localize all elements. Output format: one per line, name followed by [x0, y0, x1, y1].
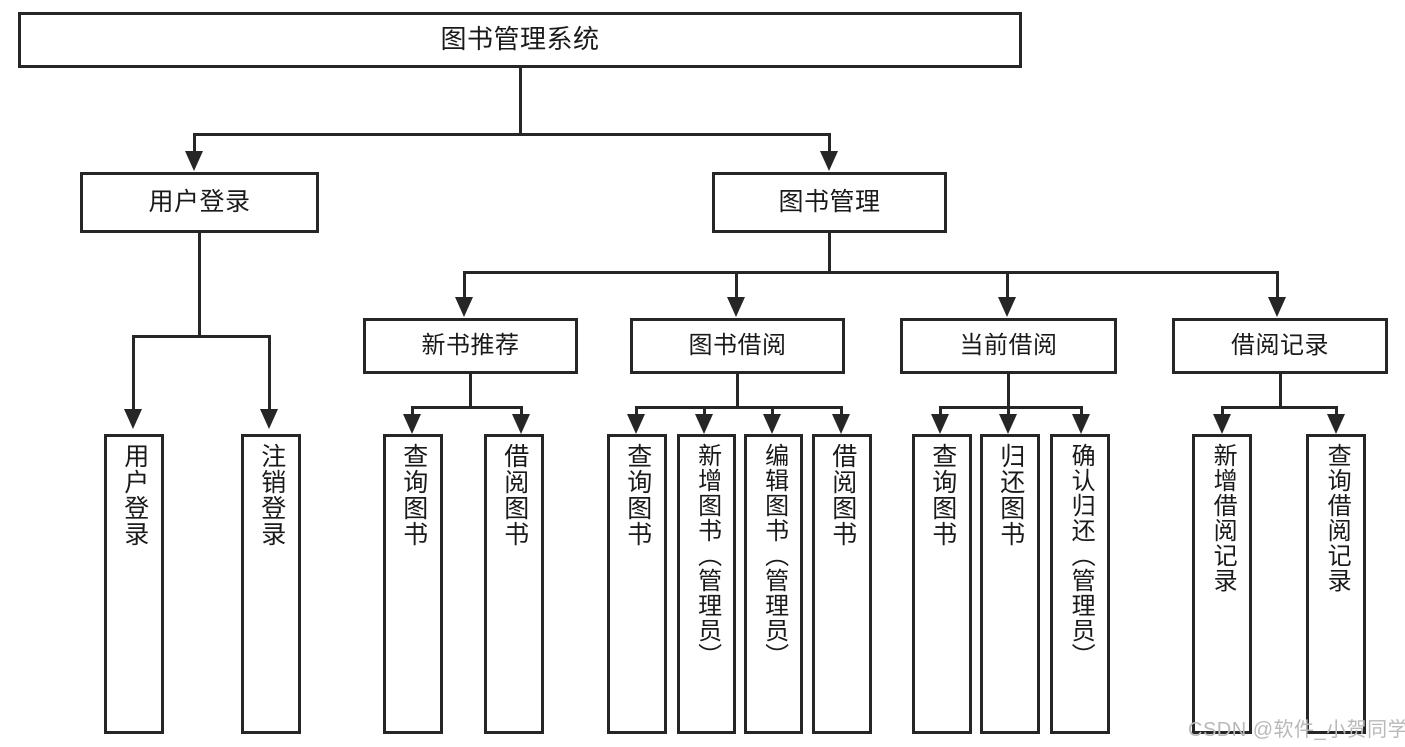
node-label: 借阅图书	[828, 443, 857, 547]
leaf-query-book-borrow[interactable]: 查询图书	[607, 434, 667, 734]
arrow-new-book-child-1	[403, 414, 421, 434]
connector-book-manage-child-4	[1276, 271, 1279, 299]
connector-root-bus	[193, 133, 831, 136]
connector-book-manage-child-3	[1006, 271, 1009, 299]
arrow-book-manage-child-3	[998, 297, 1016, 317]
node-label: 查询图书	[399, 443, 428, 547]
arrow-current-borrow-child-2	[999, 414, 1017, 434]
arrow-root-to-user-login	[185, 151, 203, 171]
connector-book-borrow-stem	[736, 374, 739, 406]
connector-book-borrow-bus	[635, 406, 843, 409]
node-label: 注销登录	[257, 443, 286, 547]
connector-current-borrow-child-1	[939, 406, 942, 416]
leaf-add-borrow-record[interactable]: 新增借阅记录	[1192, 434, 1252, 734]
leaf-confirm-return-admin[interactable]: 确认归还（管理员）	[1050, 434, 1110, 734]
node-label: 查询图书	[623, 443, 652, 547]
node-label: 查询借阅记录	[1323, 443, 1351, 593]
arrow-root-to-book-manage	[820, 151, 838, 171]
arrow-current-borrow-child-1	[931, 414, 949, 434]
leaf-return-book[interactable]: 归还图书	[980, 434, 1040, 734]
connector-book-borrow-child-3	[771, 406, 774, 416]
node-label: 用户登录	[120, 443, 149, 547]
arrow-new-book-child-2	[512, 414, 530, 434]
node-book-management[interactable]: 图书管理	[712, 172, 947, 233]
arrow-book-borrow-child-1	[627, 414, 645, 434]
leaf-borrow-book[interactable]: 借阅图书	[812, 434, 872, 734]
arrow-book-manage-child-1	[455, 297, 473, 317]
connector-borrow-record-bus	[1221, 406, 1338, 409]
connector-new-book-child-2	[520, 406, 523, 416]
node-borrow-record[interactable]: 借阅记录	[1172, 318, 1388, 374]
leaf-user-login[interactable]: 用户登录	[104, 434, 164, 734]
node-label: 借阅记录	[1231, 332, 1329, 360]
connector-root-stem-center	[519, 68, 522, 133]
connector-new-book-child-1	[411, 406, 414, 416]
connector-current-borrow-child-2	[1007, 406, 1010, 416]
node-book-borrow[interactable]: 图书借阅	[630, 318, 845, 374]
arrow-current-borrow-child-3	[1072, 414, 1090, 434]
leaf-query-borrow-record[interactable]: 查询借阅记录	[1306, 434, 1366, 734]
connector-book-borrow-child-4	[840, 406, 843, 416]
connector-user-login-stem	[198, 233, 201, 335]
connector-new-book-bus	[411, 406, 523, 409]
node-label: 查询图书	[928, 443, 957, 547]
node-label: 借阅图书	[500, 443, 529, 547]
arrow-borrow-record-child-1	[1213, 414, 1231, 434]
node-label: 编辑图书（管理员）	[760, 443, 788, 668]
connector-book-borrow-child-2	[703, 406, 706, 416]
leaf-add-book-admin[interactable]: 新增图书（管理员）	[677, 434, 736, 734]
leaf-query-book-recommend[interactable]: 查询图书	[383, 434, 443, 734]
node-label: 用户登录	[148, 188, 251, 217]
connector-user-login-child-2	[268, 335, 271, 411]
arrow-book-manage-child-2	[727, 297, 745, 317]
leaf-edit-book-admin[interactable]: 编辑图书（管理员）	[744, 434, 803, 734]
connector-current-borrow-bus	[939, 406, 1083, 409]
connector-user-login-child-1	[132, 335, 135, 411]
leaf-logout[interactable]: 注销登录	[241, 434, 301, 734]
watermark-text: CSDN @软件_小贺同学	[1188, 719, 1405, 741]
arrow-book-borrow-child-4	[832, 414, 850, 434]
connector-new-book-stem	[469, 374, 472, 406]
node-label: 归还图书	[996, 443, 1025, 547]
arrow-book-borrow-child-3	[763, 414, 781, 434]
node-label: 图书借阅	[688, 332, 787, 360]
node-label: 图书管理	[778, 188, 881, 217]
connector-book-manage-child-1	[463, 271, 466, 299]
connector-root-to-user-login	[193, 133, 196, 153]
connector-borrow-record-stem	[1279, 374, 1282, 406]
node-root-system[interactable]: 图书管理系统	[18, 12, 1022, 68]
node-label: 新书推荐	[421, 332, 520, 360]
connector-root-to-book-manage	[828, 133, 831, 153]
arrow-user-login-child-2	[260, 409, 278, 429]
arrow-user-login-child-1	[124, 409, 142, 429]
leaf-borrow-book-recommend[interactable]: 借阅图书	[484, 434, 544, 734]
arrow-book-borrow-child-2	[695, 414, 713, 434]
leaf-query-book-current[interactable]: 查询图书	[912, 434, 972, 734]
connector-user-login-bus	[132, 335, 271, 338]
connector-book-borrow-child-1	[635, 406, 638, 416]
node-current-borrow[interactable]: 当前借阅	[900, 318, 1117, 374]
node-user-login[interactable]: 用户登录	[80, 172, 319, 233]
node-label: 确认归还（管理员）	[1067, 443, 1095, 668]
connector-book-manage-stem	[828, 233, 831, 271]
arrow-borrow-record-child-2	[1327, 414, 1345, 434]
connector-current-borrow-child-3	[1080, 406, 1083, 416]
node-label: 图书管理系统	[440, 24, 600, 55]
node-label: 新增借阅记录	[1209, 443, 1237, 593]
arrow-book-manage-child-4	[1268, 297, 1286, 317]
connector-book-manage-child-2	[735, 271, 738, 299]
connector-borrow-record-child-2	[1335, 406, 1338, 416]
node-new-book-recommend[interactable]: 新书推荐	[363, 318, 578, 374]
node-label: 新增图书（管理员）	[693, 443, 721, 668]
connector-borrow-record-child-1	[1221, 406, 1224, 416]
connector-book-manage-bus	[463, 271, 1279, 274]
connector-current-borrow-stem	[1007, 374, 1010, 406]
node-label: 当前借阅	[959, 332, 1058, 360]
